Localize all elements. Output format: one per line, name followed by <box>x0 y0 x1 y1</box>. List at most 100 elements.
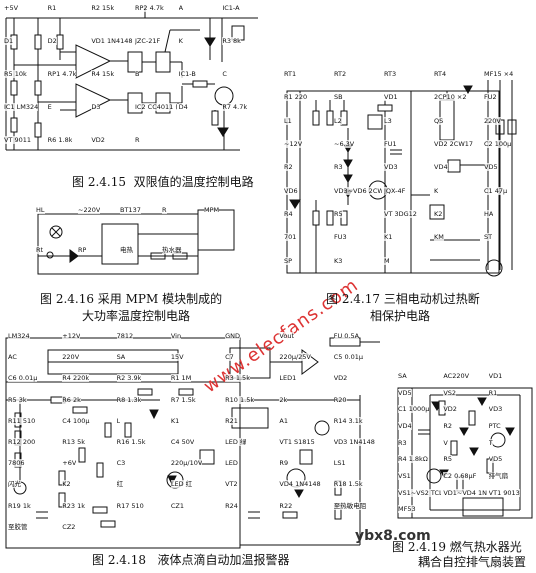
fig15-label: R6 1.8k <box>47 136 73 144</box>
fig18-label: C3 <box>116 459 126 468</box>
fig19-label: R2 <box>443 422 452 430</box>
fig18-label: R12 200 <box>8 438 36 446</box>
fig19-label: VD5 <box>398 388 412 397</box>
fig18-label: LED 绿 <box>225 438 247 446</box>
fig19-label: VD5 <box>488 455 503 464</box>
fig17-label: MF15 ×4 <box>484 70 514 78</box>
fig18-label: R10 1.5k <box>225 395 255 404</box>
fig18-label: R4 220k <box>62 374 90 383</box>
fig15-label: A <box>178 4 184 12</box>
fig18-label: FU 0.5A <box>333 332 360 340</box>
fig19-caption-line1: 图 2.4.19 燃气热水器光 <box>392 540 522 554</box>
fig19-label: V <box>443 438 448 447</box>
fig15-label: +5V <box>4 4 19 12</box>
fig17-label: RT3 <box>384 70 397 78</box>
fig15-label: JZC-21F <box>135 37 161 45</box>
fig15-caption: 图 2.4.15 双限值的温度控制电路 <box>72 175 254 190</box>
fig18-label: C4 50V <box>170 438 195 446</box>
fig18-label: LM324 <box>8 332 30 340</box>
fig18-label: Vin <box>170 332 182 340</box>
figure-2-4-19-schematic <box>397 387 533 519</box>
fig17-label: VD6 <box>284 186 298 195</box>
fig17-label: K2 <box>434 210 443 218</box>
fig18-label: VT2 <box>225 480 238 489</box>
fig17-label: ~6.3V <box>334 140 355 148</box>
fig18-label: LED <box>225 459 238 468</box>
fig17-label: R1 220 <box>284 93 308 102</box>
fig19-label: T <box>488 438 493 447</box>
fig19-label: VT1 9013 <box>488 488 520 497</box>
fig16-label: 热水器 <box>162 246 182 254</box>
fig17-label: VD1 <box>384 93 398 102</box>
fig18-label: R16 1.5k <box>116 438 146 446</box>
fig15-label: VD2 <box>91 136 105 144</box>
fig18-label: VD3 1N4148 <box>333 438 375 446</box>
fig15-label: R <box>135 136 140 144</box>
fig18-label: R17 510 <box>116 501 144 510</box>
fig17-caption-line2: 相保护电路 <box>370 309 431 323</box>
fig15-label: C <box>222 70 227 78</box>
fig15-label: D2 <box>47 37 57 45</box>
fig18-label: LED1 <box>279 374 297 383</box>
fig18-label: R11 510 <box>8 416 36 425</box>
fig17-label: VD2 2CW17 <box>434 140 474 148</box>
fig17-label: 220V <box>484 116 501 125</box>
fig17-label: RT1 <box>284 70 297 78</box>
fig18-label: 至胶管 <box>8 522 28 531</box>
fig19-label: PTC <box>488 422 501 430</box>
fig17-label: R2 <box>284 163 293 172</box>
fig16-label: Rt <box>36 246 44 254</box>
fig17-label: VD5 <box>484 163 498 172</box>
fig15-label: D1 <box>4 37 14 45</box>
figure-2-4-17-schematic <box>286 80 517 277</box>
fig17-label: L1 <box>284 116 292 125</box>
fig17-label: RT4 <box>434 70 447 78</box>
fig19-label: R5 <box>443 455 452 464</box>
fig18-label: 7806 <box>8 459 25 468</box>
fig15-label: IC1-A <box>222 4 240 12</box>
fig17-label: VD3~VD6 2CW55 <box>334 186 382 195</box>
fig18-label: +12V <box>62 332 81 340</box>
fig16-label: MPM <box>204 206 220 214</box>
fig18-label: R23 1k <box>62 501 86 510</box>
fig19-label: C2 0.68μF <box>443 472 477 480</box>
fig18-label: CZ1 <box>170 501 184 510</box>
fig16-label: 电热 <box>120 246 133 254</box>
watermark-corner: ybx8.com <box>355 528 431 544</box>
fig17-label: VT 3DG12 <box>384 210 417 218</box>
fig18-label: LED 红 <box>170 480 193 489</box>
fig19-label: VS1~VS2 TCL336A <box>398 488 442 497</box>
fig15-label: R1 <box>47 4 57 12</box>
fig18-label: 7812 <box>116 332 134 340</box>
fig15-caption-text: 双限值的温度控制电路 <box>133 175 254 189</box>
figure-2-4-16-schematic <box>37 209 235 275</box>
fig18-caption: 图 2.4.18 液体点滴自动加温报警器 <box>92 553 289 568</box>
fig17-label: C2 100μ <box>484 140 512 148</box>
fig18-label: 220μ/10V <box>170 459 203 468</box>
fig18-label: K2 <box>62 480 71 489</box>
fig17-label: VD3 <box>384 163 398 172</box>
fig15-label: D3 <box>91 103 101 111</box>
fig17-label: FU2 <box>484 93 497 102</box>
fig16-label: ~220V <box>78 206 101 214</box>
fig15-label: R4 15k <box>91 70 115 78</box>
fig16-caption-line1: 图 2.4.16 采用 MPM 模块制成的 <box>40 292 223 306</box>
fig18-label: 15V <box>170 353 184 362</box>
fig17-label: ~12V <box>284 140 303 148</box>
fig16-label: RP <box>78 246 87 254</box>
fig19-label: R3 <box>398 438 407 447</box>
fig17-caption-line1: 图 2.4.17 三相电动机过热断 <box>326 292 480 306</box>
fig18-label: C7 <box>225 353 234 362</box>
fig18-label: R20 <box>333 395 347 404</box>
fig19-label: VD1 <box>488 372 503 380</box>
fig18-label: R13 5k <box>62 438 86 446</box>
fig19-label: VD1~VD4 1N4001 <box>443 488 487 497</box>
fig17-label: L3 <box>384 116 392 125</box>
fig17-label: SP <box>284 256 293 265</box>
fig15-label: K <box>178 37 183 45</box>
fig18-label: Vout <box>279 332 295 340</box>
fig18-label: AC <box>8 353 17 362</box>
fig19-label: C1 1000μ <box>398 405 430 414</box>
fig15-label: IC1-B <box>178 70 196 78</box>
fig18-label: GND <box>225 332 241 340</box>
